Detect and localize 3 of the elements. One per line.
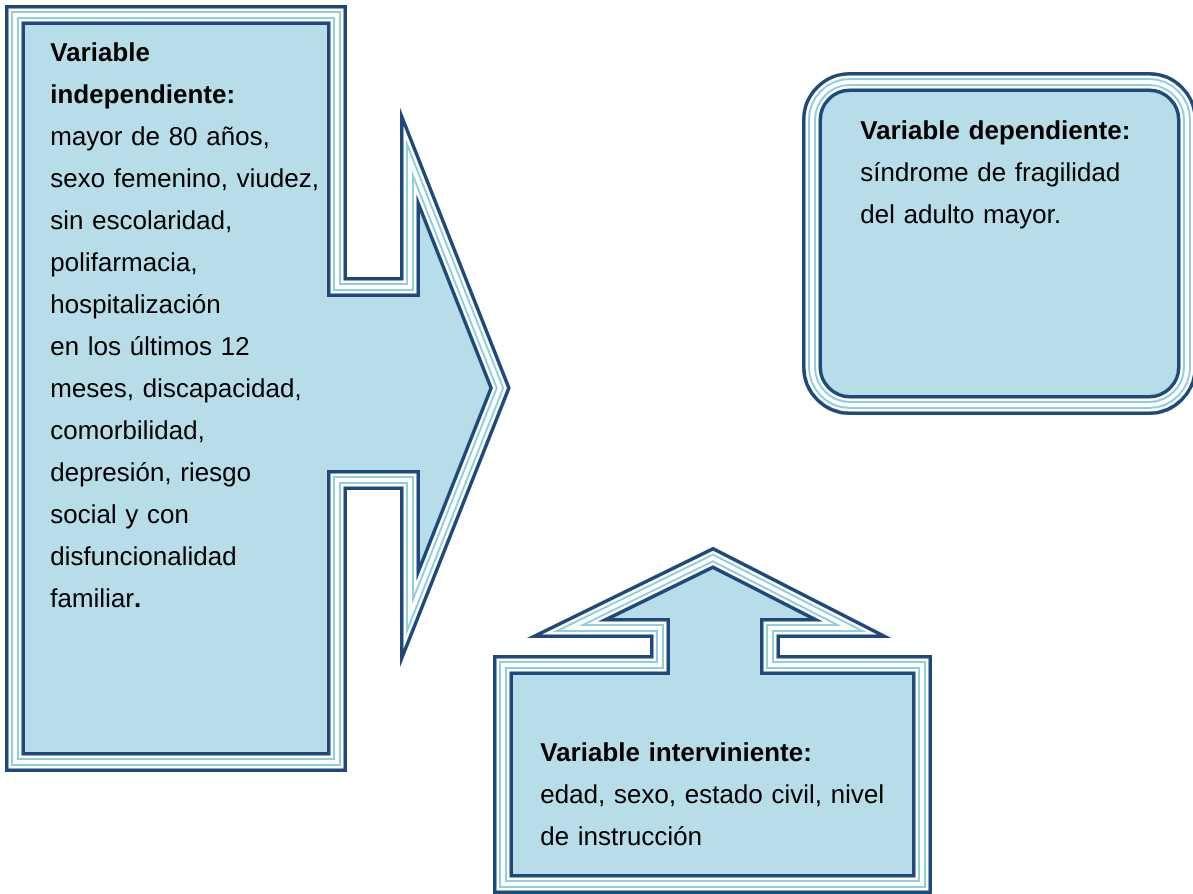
right-arrow-callout: Variable independiente: mayor de 80 años, sexo femenino, viudez, sin escolaridad, polifarmacia, hospitalización en los últimos 12 meses, discapacidad, comorbilidad, depresión, riesgo social y con disfuncionalidad familiar. <box>5 5 511 772</box>
rounded-box: Variable dependiente: síndrome de fragilidad del adulto mayor. <box>802 72 1193 415</box>
up-arrow-callout: Variable interviniente: edad, sexo, estado civil, nivel de instrucción <box>493 546 932 894</box>
